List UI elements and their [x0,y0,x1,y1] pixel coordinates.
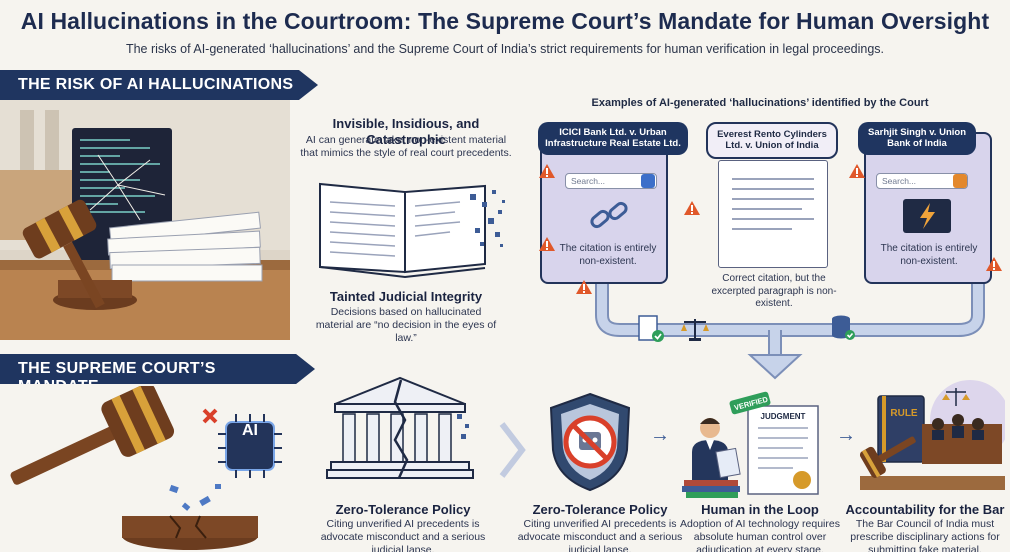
examples-heading: Examples of AI-generated ‘hallucinations… [591,97,929,109]
section-banner-mandate: THE SUPREME COURT’S MANDATE [0,354,315,384]
page-subtitle: The risks of AI-generated ‘hallucination… [125,42,885,56]
page-title: AI Hallucinations in the Courtroom: The … [20,8,990,34]
case-title-sarhjit: Sarhjit Singh v. Union Bank of India [858,122,976,155]
gavel-smashing-ai-illustration [10,386,282,550]
case-note-sarhjit: The citation is entirely non-existent. [880,243,978,267]
book-dissolving-icon [319,182,505,279]
warning-icon [684,201,700,215]
case-note-everest: Correct citation, but the excerpted para… [711,273,837,309]
human-reviewing-document-icon [682,391,819,498]
scales-icon [681,319,709,341]
arrow-right-icon: → [836,424,856,446]
chevron-right-icon [499,422,526,478]
courtroom-illustration [0,100,290,340]
warning-icon [849,164,865,178]
invisible-heading: Invisible, Insidious, and Catastrophic [332,116,480,148]
mandate-body-2: Citing unverified AI precedents is advoc… [517,518,683,552]
case-card-icici [540,132,668,284]
arrow-right-icon: → [650,424,670,446]
mandate-heading-2: Zero-Tolerance Policy [532,502,668,517]
shield-no-ai-icon [549,392,631,492]
excerpt-document [718,160,828,268]
cracked-courthouse-icon [326,376,474,479]
search-icon [953,174,967,188]
rule-book-courtroom-icon [860,380,1005,490]
invisible-body: AI can generate fake, non-existent mater… [300,134,512,160]
broken-link-icon [590,201,628,229]
mandate-heading-4: Accountability for the Bar [845,502,1005,517]
search-field-sarhjit: Search... [876,173,968,189]
database-icon [832,315,855,340]
mandate-body-4: The Bar Council of India must prescribe … [850,518,1000,552]
error-screen-icon [903,199,951,233]
warning-icon [539,164,555,178]
case-title-icici: ICICI Bank Ltd. v. Urban Infrastructure … [538,122,688,155]
case-title-everest: Everest Rento Cylinders Ltd. v. Union of… [706,122,838,159]
mandate-body-1: Citing unverified AI precedents is advoc… [320,518,486,552]
tainted-heading: Tainted Judicial Integrity [329,289,483,304]
mandate-heading-3: Human in the Loop [701,502,819,517]
ai-chip-label: AI [242,422,258,439]
flow-pipe [595,270,985,380]
rule-book-label: RULE [890,408,918,419]
warning-icon [539,237,555,251]
section-banner-risk: THE RISK OF AI HALLUCINATIONS [0,70,318,100]
mandate-heading-1: Zero-Tolerance Policy [335,502,471,517]
search-icon [641,174,655,188]
document-check-icon [638,315,664,342]
tainted-body: Decisions based on hallucinated material… [315,306,497,345]
mandate-body-3: Adoption of AI technology requires absol… [680,518,840,552]
warning-icon [576,280,592,294]
warning-icon [986,257,1002,271]
judgment-doc-label: JUDGMENT [760,412,806,421]
search-field-icici: Search... [565,173,657,189]
case-note-icici: The citation is entirely non-existent. [559,243,657,267]
